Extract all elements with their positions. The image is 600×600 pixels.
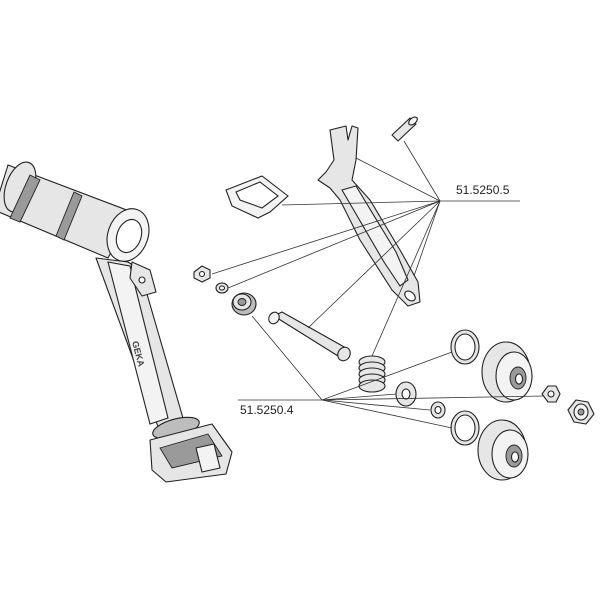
o-ring-upper-inner	[454, 333, 476, 361]
wheel-upper-bore	[514, 373, 524, 385]
leader-to-nut-right	[321, 395, 545, 401]
pin-head	[408, 116, 418, 126]
tube-assembly: GEKA	[0, 161, 233, 483]
coupling-lug	[195, 443, 221, 473]
leader-lines-bottom: 51.5250.4	[238, 315, 545, 429]
leader-to-lever-tip	[413, 200, 441, 277]
cylinder-band-2	[55, 191, 83, 241]
cap-nut	[567, 399, 595, 425]
lower-tube-highlight	[107, 261, 169, 425]
o-ring-lower	[450, 410, 480, 446]
plunger	[268, 311, 351, 362]
leader-to-washer-small-2	[321, 399, 431, 411]
nut-right-hole	[547, 390, 555, 398]
plunger-shaft	[273, 311, 347, 357]
flat-washer	[395, 381, 417, 407]
lever	[317, 125, 421, 307]
lever-face	[341, 185, 409, 287]
washer-small	[215, 282, 229, 294]
part-number-bottom: 51.5250.4	[240, 403, 294, 417]
washer-small-2	[430, 401, 446, 419]
leader-lines-top: 51.5250.5	[211, 140, 520, 357]
leader-to-pin	[403, 140, 441, 202]
flat-washer-hole	[401, 388, 411, 400]
wire-clip	[225, 175, 289, 219]
plunger-end	[268, 311, 280, 325]
plunger-head	[337, 346, 351, 362]
wheel-upper	[481, 341, 533, 403]
wheel-lower-bore	[510, 451, 520, 463]
cylinder-band	[9, 174, 41, 223]
small-nut-hole	[198, 270, 206, 278]
lever-tip	[404, 290, 416, 302]
leader-to-flat-washer	[321, 393, 397, 401]
bumper	[231, 292, 257, 316]
small-washer-hole	[218, 285, 226, 291]
bumper-center	[237, 298, 247, 306]
leader-to-bumper	[251, 315, 323, 401]
pin	[391, 116, 418, 142]
leader-to-o-ring-lower	[321, 399, 453, 429]
leader-to-small-nut	[211, 200, 441, 275]
wire-clip-inner	[235, 181, 279, 209]
nut-right	[541, 385, 561, 403]
cylinder-bore	[115, 218, 143, 254]
nut-small	[193, 265, 211, 283]
leader-to-small-washer	[227, 200, 441, 289]
o-ring-lower-inner	[454, 414, 476, 442]
leader-to-clip	[281, 200, 441, 206]
washer-small-2-hole	[434, 405, 442, 415]
cap-nut-center	[577, 408, 585, 416]
bracket-hole	[138, 276, 146, 284]
leader-to-spring	[371, 200, 441, 357]
leader-to-plunger	[307, 200, 441, 329]
leader-to-o-ring-upper	[321, 351, 453, 401]
wheel-lower	[477, 419, 529, 481]
leader-to-lever-top	[355, 157, 441, 202]
o-ring-upper	[450, 329, 480, 365]
spring	[358, 355, 386, 393]
part-number-top: 51.5250.5	[456, 183, 510, 197]
